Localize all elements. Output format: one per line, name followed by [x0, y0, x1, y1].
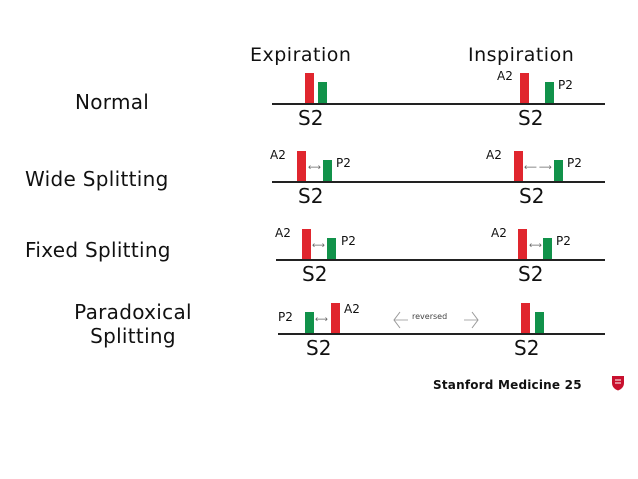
- p2-label: P2: [278, 310, 293, 324]
- p2-bar: [305, 312, 314, 333]
- a2-label: A2: [491, 226, 507, 240]
- p2-bar: [318, 82, 327, 103]
- p2-bar: [327, 238, 336, 259]
- shield-icon: [612, 376, 624, 391]
- row-label-wide-splitting: Wide Splitting: [25, 167, 169, 191]
- a2-bar: [518, 229, 527, 259]
- split-arrow: ⟷: [315, 315, 328, 325]
- a2-label: A2: [270, 148, 286, 162]
- reversed-label: reversed: [412, 312, 448, 321]
- p2-bar: [323, 160, 332, 181]
- a2-bar: [302, 229, 311, 259]
- a2-bar: [520, 73, 529, 103]
- a2-bar: [521, 303, 530, 333]
- footer-credit: Stanford Medicine 25: [433, 378, 582, 392]
- a2-label: A2: [486, 148, 502, 162]
- header-expiration: Expiration: [250, 44, 352, 66]
- reversed-arrow-icon: [393, 311, 479, 329]
- s2-label: S2: [518, 106, 544, 130]
- p2-bar: [543, 238, 552, 259]
- split-arrow: ⟷: [312, 241, 325, 251]
- row-label-normal: Normal: [75, 90, 150, 114]
- a2-bar: [297, 151, 306, 181]
- s2-label: S2: [302, 262, 328, 286]
- baseline-wide: [272, 181, 605, 183]
- p2-label: P2: [336, 156, 351, 170]
- a2-bar: [331, 303, 340, 333]
- s2-label: S2: [519, 184, 545, 208]
- p2-bar: [535, 312, 544, 333]
- split-arrow: ⟵⟶: [524, 163, 554, 173]
- s2-label: S2: [298, 184, 324, 208]
- a2-label: A2: [497, 69, 513, 83]
- a2-bar: [514, 151, 523, 181]
- header-inspiration: Inspiration: [468, 44, 575, 66]
- s2-label: S2: [514, 336, 540, 360]
- p2-label: P2: [341, 234, 356, 248]
- p2-label: P2: [556, 234, 571, 248]
- baseline-fixed: [276, 259, 605, 261]
- baseline-paradoxical: [278, 333, 605, 335]
- row-label-paradoxical-splitting: Paradoxical Splitting: [48, 300, 218, 348]
- split-arrow: ⟷: [529, 241, 542, 251]
- s2-label: S2: [298, 106, 324, 130]
- row-label-line-2: Splitting: [90, 324, 176, 348]
- row-label-fixed-splitting: Fixed Splitting: [25, 238, 171, 262]
- s2-label: S2: [306, 336, 332, 360]
- p2-bar: [545, 82, 554, 103]
- a2-label: A2: [275, 226, 291, 240]
- s2-label: S2: [518, 262, 544, 286]
- baseline-normal: [272, 103, 605, 105]
- a2-label: A2: [344, 302, 360, 316]
- row-label-line-1: Paradoxical: [74, 300, 192, 324]
- p2-label: P2: [558, 78, 573, 92]
- p2-bar: [554, 160, 563, 181]
- split-arrow: ⟷: [308, 163, 321, 173]
- a2-bar: [305, 73, 314, 103]
- p2-label: P2: [567, 156, 582, 170]
